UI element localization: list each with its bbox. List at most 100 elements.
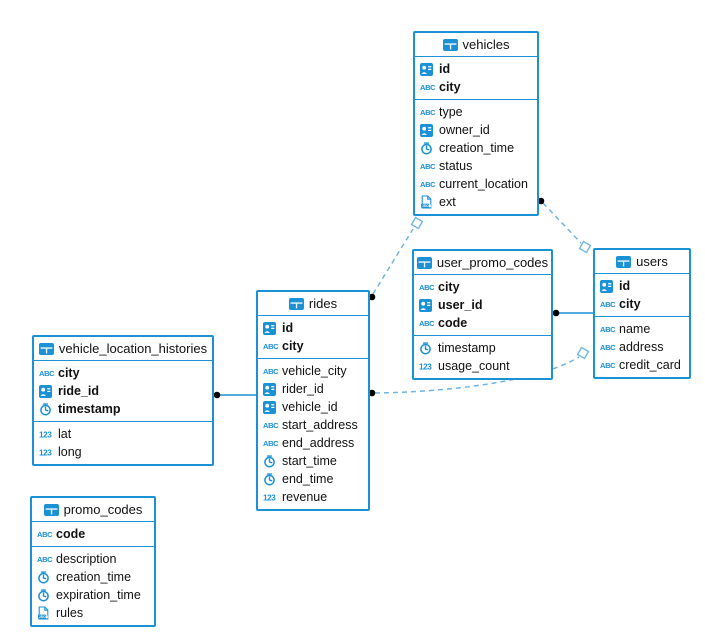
relation-line-rides-vehicles bbox=[372, 228, 414, 295]
table-icon bbox=[442, 38, 458, 51]
field-label: rules bbox=[56, 606, 84, 620]
field-label: id bbox=[439, 62, 451, 76]
svg-text:ABC: ABC bbox=[263, 367, 279, 376]
field-label: ext bbox=[439, 195, 456, 209]
relation-line-vehicles-users bbox=[542, 202, 582, 244]
table-header[interactable]: promo_codes bbox=[32, 498, 154, 522]
field-row[interactable]: start_time bbox=[258, 452, 368, 470]
svg-text:ABC: ABC bbox=[263, 342, 279, 351]
field-row[interactable]: timestamp bbox=[414, 339, 551, 357]
svg-text:ABC: ABC bbox=[263, 421, 279, 430]
field-row[interactable]: creation_time bbox=[32, 568, 154, 586]
abc-icon: ABC bbox=[39, 368, 58, 378]
field-row[interactable]: id bbox=[415, 60, 537, 78]
clock-icon bbox=[263, 454, 282, 468]
abc-icon: ABC bbox=[600, 324, 619, 334]
field-row[interactable]: vehicle_id bbox=[258, 398, 368, 416]
field-row[interactable]: user_id bbox=[414, 296, 551, 314]
field-label: address bbox=[619, 340, 664, 354]
relation-dot-endpoint bbox=[537, 197, 545, 205]
svg-text:ABC: ABC bbox=[420, 162, 436, 171]
field-label: start_address bbox=[282, 418, 358, 432]
field-label: city bbox=[438, 280, 460, 294]
table-header[interactable]: vehicles bbox=[415, 33, 537, 57]
table-header[interactable]: users bbox=[595, 250, 689, 274]
abc-icon: ABC bbox=[420, 107, 439, 117]
id-card-icon bbox=[263, 400, 282, 414]
field-label: name bbox=[619, 322, 651, 336]
svg-text:123: 123 bbox=[419, 362, 432, 371]
table-header[interactable]: rides bbox=[258, 292, 368, 316]
field-label: vehicle_city bbox=[282, 364, 347, 378]
svg-text:ABC: ABC bbox=[420, 83, 436, 92]
field-row[interactable]: expiration_time bbox=[32, 586, 154, 604]
field-label: expiration_time bbox=[56, 588, 141, 602]
field-label: id bbox=[619, 279, 631, 293]
svg-text:ABC: ABC bbox=[419, 319, 435, 328]
table-header[interactable]: user_promo_codes bbox=[414, 251, 551, 275]
field-row[interactable]: id bbox=[595, 277, 689, 295]
svg-text:ABC: ABC bbox=[39, 369, 55, 378]
relation-dot-endpoint bbox=[368, 389, 376, 397]
table-icon bbox=[616, 255, 632, 268]
json-icon: JSON bbox=[37, 606, 56, 620]
field-row[interactable]: id bbox=[258, 319, 368, 337]
field-row[interactable]: rider_id bbox=[258, 380, 368, 398]
field-label: code bbox=[438, 316, 468, 330]
id-card-icon bbox=[600, 279, 619, 293]
table-name: user_promo_codes bbox=[436, 255, 549, 270]
relation-square-endpoint bbox=[410, 216, 424, 230]
field-label: revenue bbox=[282, 490, 328, 504]
abc-icon: ABC bbox=[419, 318, 438, 328]
field-row[interactable]: ride_id bbox=[34, 382, 212, 400]
table-header[interactable]: vehicle_location_histories bbox=[34, 337, 212, 361]
svg-text:123: 123 bbox=[39, 448, 52, 457]
abc-icon: ABC bbox=[420, 179, 439, 189]
table-name: promo_codes bbox=[63, 502, 143, 517]
id-card-icon bbox=[420, 123, 439, 137]
field-row[interactable]: owner_id bbox=[415, 121, 537, 139]
field-label: city bbox=[619, 297, 641, 311]
field-row[interactable]: creation_time bbox=[415, 139, 537, 157]
svg-text:ABC: ABC bbox=[37, 555, 53, 564]
field-row[interactable]: timestamp bbox=[34, 400, 212, 418]
field-label: credit_card bbox=[619, 358, 681, 372]
field-row[interactable]: end_time bbox=[258, 470, 368, 488]
